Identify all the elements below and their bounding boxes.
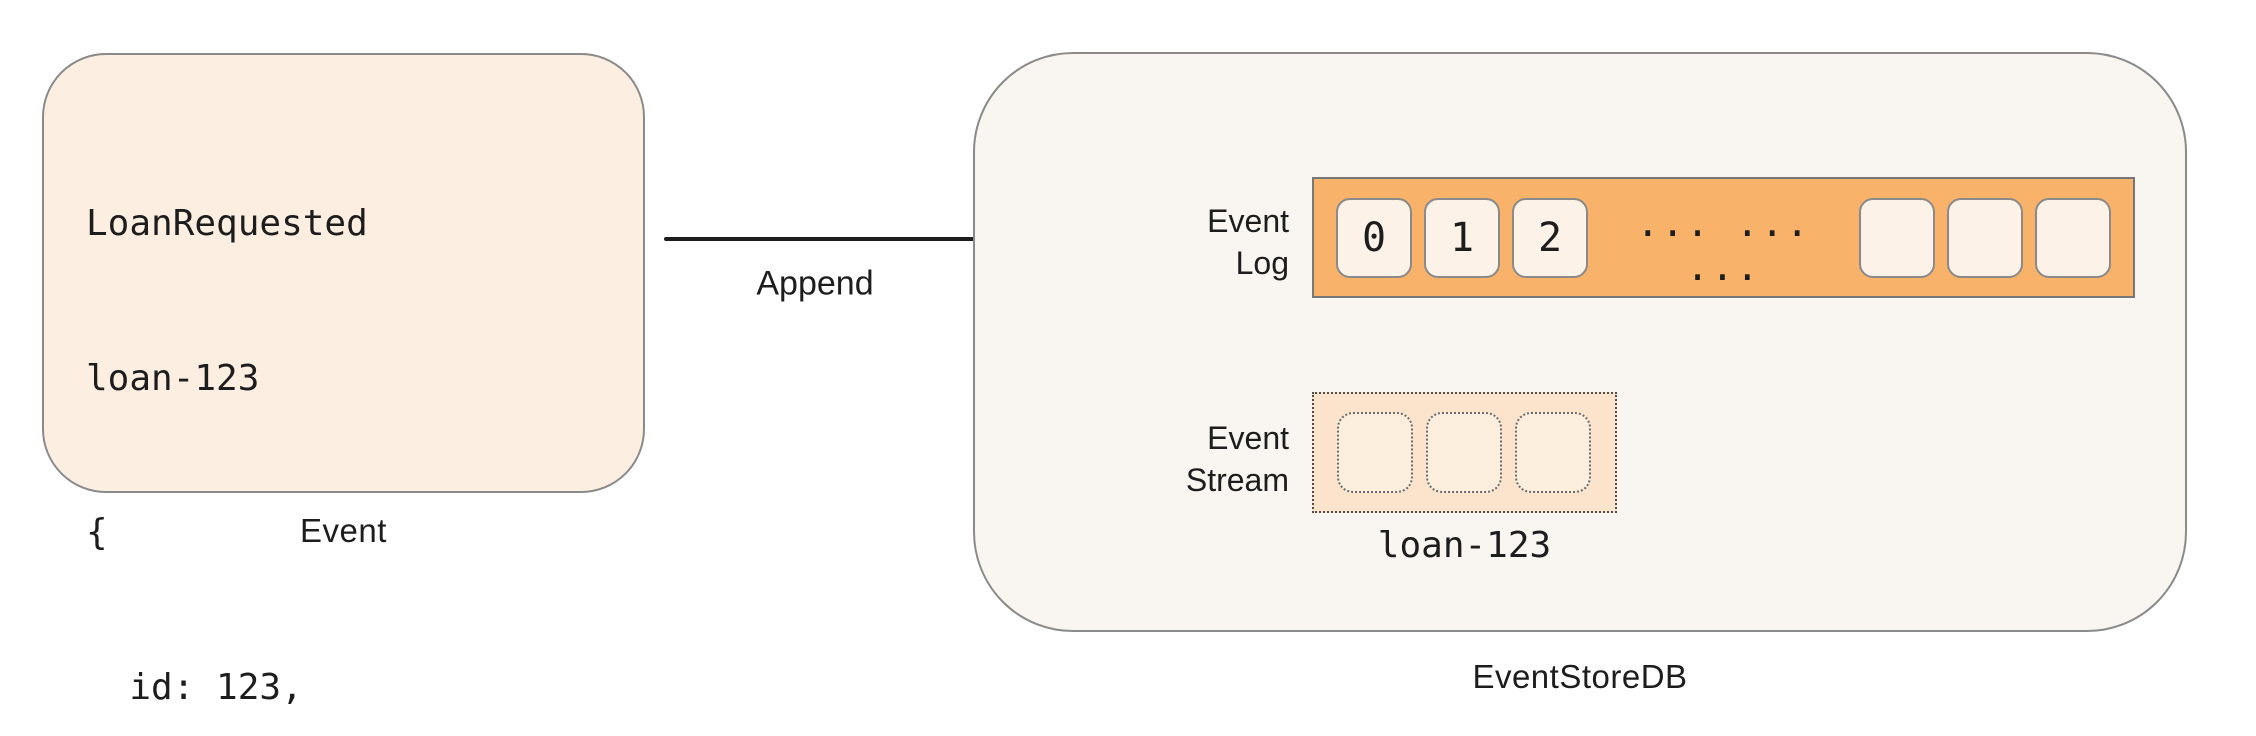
event-stream-label-line2: Stream [1185, 462, 1289, 498]
event-log-bar: 0 1 2 ... ... ... [1312, 177, 2135, 298]
event-log-empty-cell [1947, 197, 2023, 278]
append-arrow-label: Append [756, 264, 874, 303]
event-log-label: Event Log [975, 200, 1289, 284]
code-line: LoanRequested [86, 203, 368, 244]
event-log-ellipsis: ... ... ... [1636, 200, 1811, 289]
stream-name-label: loan-123 [1377, 525, 1552, 566]
event-stream-label: Event Stream [975, 417, 1289, 501]
event-log-empty-cell [2035, 197, 2111, 278]
event-stream-empty-cell [1337, 412, 1413, 493]
event-log-empty-cell [1859, 197, 1935, 278]
event-box-caption: Event [300, 512, 387, 549]
event-stream-label-line1: Event [1207, 420, 1289, 456]
event-log-cell-1: 1 [1424, 197, 1500, 278]
code-line: { [86, 512, 108, 553]
event-log-label-line2: Log [1235, 245, 1289, 281]
event-stream-empty-cell [1426, 412, 1502, 493]
event-log-cell-2: 2 [1512, 197, 1588, 278]
eventstoredb-container: Event Log 0 1 2 ... ... ... Event Stream… [973, 52, 2187, 632]
event-log-label-line1: Event [1207, 203, 1289, 239]
event-stream-box [1312, 392, 1617, 513]
event-payload-code: LoanRequested loan-123 { id: 123, amount… [86, 95, 633, 736]
code-line: id: 123, [86, 666, 303, 708]
eventstoredb-caption: EventStoreDB [1472, 658, 1688, 695]
event-payload-box: LoanRequested loan-123 { id: 123, amount… [42, 53, 645, 708]
event-log-cell-0: 0 [1336, 197, 1412, 278]
event-stream-empty-cell [1515, 412, 1591, 493]
code-line: loan-123 [86, 357, 260, 399]
